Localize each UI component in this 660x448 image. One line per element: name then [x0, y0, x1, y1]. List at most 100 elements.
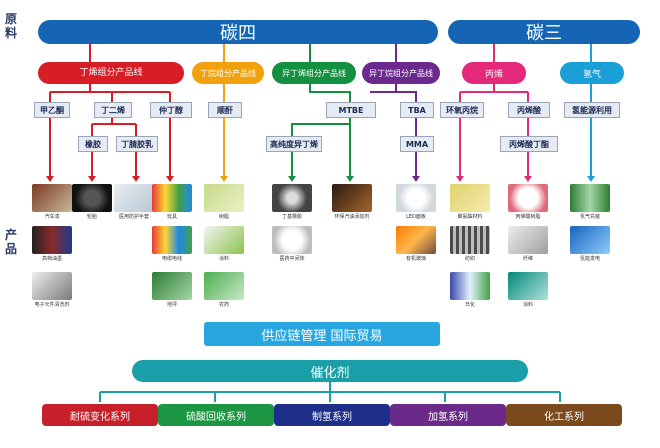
- product-butyl-rubber: 丁基橡胶: [272, 184, 312, 220]
- product-caption: 涂料: [218, 256, 229, 262]
- c3-title: 碳三: [526, 23, 562, 44]
- product-caption: 丁基橡胶: [281, 214, 302, 220]
- product-caption: 氢气充装: [579, 214, 600, 220]
- pharma-image: [272, 226, 312, 254]
- product-caption: 有机玻璃: [405, 256, 426, 262]
- tire-image: [72, 184, 112, 212]
- product-caption: LED面板: [406, 214, 426, 220]
- fuel-additive-image: [332, 184, 372, 212]
- catalyst-series-5: 化工系列: [506, 404, 622, 426]
- line-propylene-label: 丙烯: [484, 69, 503, 80]
- floor-image: [152, 272, 192, 300]
- product-caption: 纤维: [522, 256, 533, 262]
- fuel-cell-image: [570, 226, 610, 254]
- line-butene-label: 丁烯组分产品线: [79, 67, 143, 78]
- product-caption: 医用防护手套: [118, 214, 149, 220]
- acrylic-glass-image: [396, 226, 436, 254]
- box-mtbe: MTBE: [326, 102, 376, 118]
- product-fuel-additive: 环保汽油添加剂: [332, 184, 372, 220]
- product-caption: 丙烯酸树脂: [515, 214, 541, 220]
- product-fiber: 纤维: [508, 226, 548, 262]
- product-caption: 医药中间体: [279, 256, 305, 262]
- product-tire: 轮胎: [72, 184, 112, 220]
- cable-image: [152, 226, 192, 254]
- c4-bar: 碳四: [38, 20, 438, 44]
- product-coating: 涂料: [204, 226, 244, 262]
- catalyst-series-label: 硫酸回收系列: [186, 411, 246, 423]
- box-mek: 甲乙酮: [34, 102, 70, 118]
- pu-material-image: [450, 184, 490, 212]
- product-caption: 纺织: [464, 256, 475, 262]
- side-label-raw: 原料: [4, 12, 17, 40]
- product-gloves: 医用防护手套: [114, 184, 154, 220]
- product-sap: 丙烯酸树脂: [508, 184, 548, 220]
- gloves-image: [114, 184, 154, 212]
- line-isobutane-label: 异丁烷组分产品线: [369, 68, 433, 78]
- fiber-image: [508, 226, 548, 254]
- catalyst-series-3: 制氢系列: [274, 404, 390, 426]
- product-pesticide: 农药: [204, 272, 244, 308]
- product-high-oil: 高档油墨: [32, 226, 72, 262]
- box-tba: TBA: [400, 102, 434, 118]
- line-isobutene: 异丁烯组分产品线: [272, 62, 356, 84]
- catalyst-bar: 催化剂: [132, 360, 528, 382]
- box-acrylic: 丙烯酸: [508, 102, 550, 118]
- product-caption: 环保汽油添加剂: [334, 214, 370, 220]
- box-sba: 仲丁醇: [150, 102, 192, 118]
- catalyst-label: 催化剂: [310, 365, 350, 381]
- daily-image: [450, 272, 490, 300]
- catalyst-series-label: 制氢系列: [312, 411, 352, 423]
- product-floor: 地坪: [152, 272, 192, 308]
- product-h2-fill: 氢气充装: [570, 184, 610, 220]
- box-rubber: 橡胶: [78, 136, 108, 152]
- catalyst-series-label: 加氢系列: [428, 411, 468, 423]
- line-propylene: 丙烯: [462, 62, 526, 84]
- product-resin: 树脂: [204, 184, 244, 220]
- toys-image: [152, 184, 192, 212]
- box-nbr: 丁腈胶乳: [116, 136, 158, 152]
- line-isobutane: 异丁烷组分产品线: [362, 62, 440, 84]
- textile-image: [450, 226, 490, 254]
- pesticide-image: [204, 272, 244, 300]
- c4-title: 碳四: [220, 23, 256, 44]
- coating-image: [204, 226, 244, 254]
- box-butadiene: 丁二烯: [94, 102, 132, 118]
- product-acrylic-glass: 有机玻璃: [396, 226, 436, 262]
- sap-image: [508, 184, 548, 212]
- butyl-rubber-image: [272, 184, 312, 212]
- box-maleic: 顺酐: [208, 102, 242, 118]
- box-hpib: 高纯度异丁烯: [266, 136, 322, 152]
- line-hydrogen: 氢气: [560, 62, 624, 84]
- product-caption: 高档油墨: [41, 256, 62, 262]
- electronics-image: [32, 272, 72, 300]
- resin-image: [204, 184, 244, 212]
- paint-image: [508, 272, 548, 300]
- product-electronics: 电子元件清洗剂: [32, 272, 72, 308]
- product-auto-paint: 汽车漆: [32, 184, 72, 220]
- product-caption: 氢能发电: [579, 256, 600, 262]
- catalyst-series-4: 加氢系列: [390, 404, 506, 426]
- product-textile: 纺织: [450, 226, 490, 262]
- box-eo: 环氧丙烷: [440, 102, 484, 118]
- c3-bar: 碳三: [448, 20, 640, 44]
- catalyst-series-label: 化工系列: [544, 411, 584, 423]
- product-caption: 涂料: [522, 302, 533, 308]
- product-daily: 日化: [450, 272, 490, 308]
- product-caption: 地坪: [166, 302, 177, 308]
- product-paint: 涂料: [508, 272, 548, 308]
- high-oil-image: [32, 226, 72, 254]
- box-h2use: 氢能源利用: [564, 102, 620, 118]
- product-led-panel: LED面板: [396, 184, 436, 220]
- h2-fill-image: [570, 184, 610, 212]
- catalyst-series-1: 耐硫变化系列: [42, 404, 158, 426]
- line-butane-label: 丁烷组分产品线: [200, 68, 256, 78]
- product-caption: 轮胎: [86, 214, 97, 220]
- box-butyl-acrylate: 丙烯酸丁酯: [500, 136, 558, 152]
- line-isobutene-label: 异丁烯组分产品线: [282, 68, 346, 78]
- product-caption: 日化: [464, 302, 475, 308]
- product-caption: 玩具: [166, 214, 177, 220]
- product-caption: 树脂: [218, 214, 229, 220]
- auto-paint-image: [32, 184, 72, 212]
